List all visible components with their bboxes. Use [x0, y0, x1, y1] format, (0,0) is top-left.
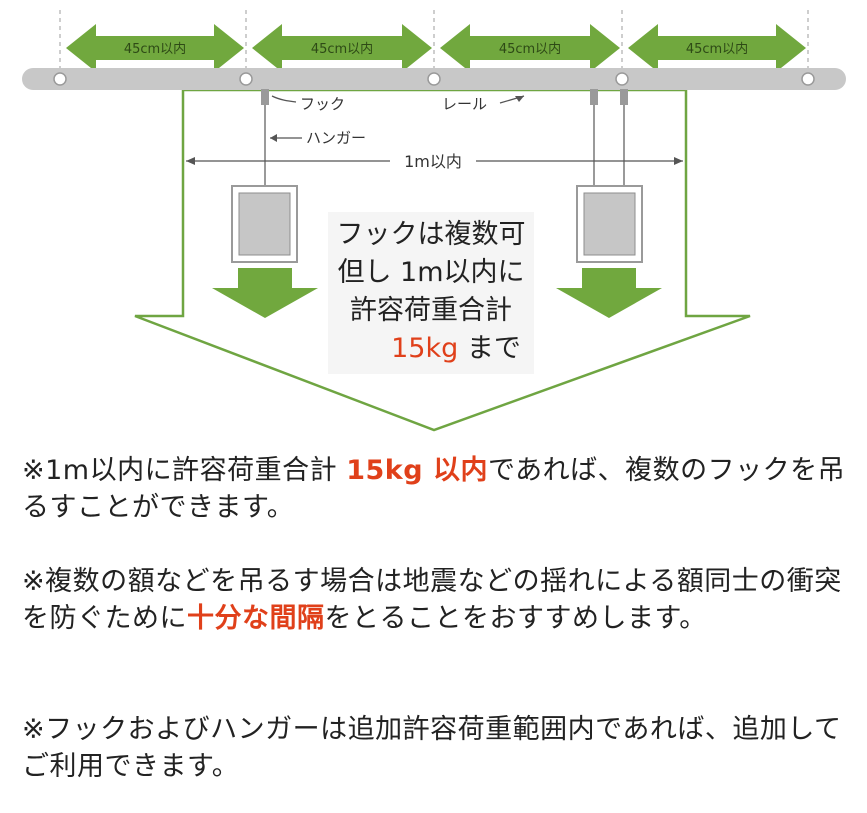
center-info-box	[328, 212, 534, 374]
center-line-4: 15kg まで	[328, 330, 534, 368]
hook-left	[261, 89, 269, 105]
note-2-highlight: 十分な間隔	[187, 603, 325, 634]
rail-holes	[53, 72, 815, 86]
spacing-label-3: 45cm以内	[499, 41, 561, 57]
note-1: ※1m以内に許容荷重合計 15kg 以内であれば、複数のフックを吊るすことができ…	[22, 455, 846, 523]
load-outline-arrow	[134, 88, 751, 432]
spacing-label-2: 45cm以内	[311, 41, 373, 57]
frame-right	[576, 185, 643, 263]
center-line-2: 但し 1m以内に	[337, 257, 525, 288]
center-suffix: まで	[466, 333, 521, 364]
center-line-3: 許容荷重合計	[350, 295, 512, 326]
hook-leader	[271, 95, 297, 103]
center-weight: 15kg	[391, 333, 459, 364]
span-label: 1m以内	[404, 152, 462, 171]
spacing-arrow-2	[252, 24, 432, 72]
spacing-arrow-1	[66, 24, 244, 72]
spacing-label-1: 45cm以内	[124, 41, 186, 57]
hook-right-a	[590, 89, 598, 105]
center-line-1: フックは複数可	[336, 219, 526, 250]
down-arrow-right	[556, 268, 662, 318]
spacing-label-4: 45cm以内	[686, 41, 748, 57]
hanging-system-diagram: 45cm以内 45cm以内 45cm以内 45cm以内	[22, 10, 846, 432]
center-info-text: フックは複数可 但し 1m以内に 許容荷重合計 15kg まで	[328, 216, 534, 368]
spacing-arrow-4	[628, 24, 806, 72]
rail-label: レール	[442, 95, 487, 113]
hook-right-b	[620, 89, 628, 105]
down-arrow-left	[212, 268, 318, 318]
spacing-guides	[59, 10, 809, 75]
hook-label: フック	[300, 95, 345, 113]
note-3: ※フックおよびハンガーは追加許容荷重範囲内であれば、追加してご利用できます。	[22, 714, 842, 782]
note-1-highlight: 15kg 以内	[346, 455, 488, 486]
hanger-wires	[264, 105, 625, 188]
frame-left	[231, 185, 298, 263]
hanger-label: ハンガー	[306, 129, 366, 147]
spacing-arrow-3	[440, 24, 620, 72]
note-2: ※複数の額などを吊るす場合は地震などの揺れによる額同士の衝突を防ぐために十分な間…	[22, 566, 842, 634]
